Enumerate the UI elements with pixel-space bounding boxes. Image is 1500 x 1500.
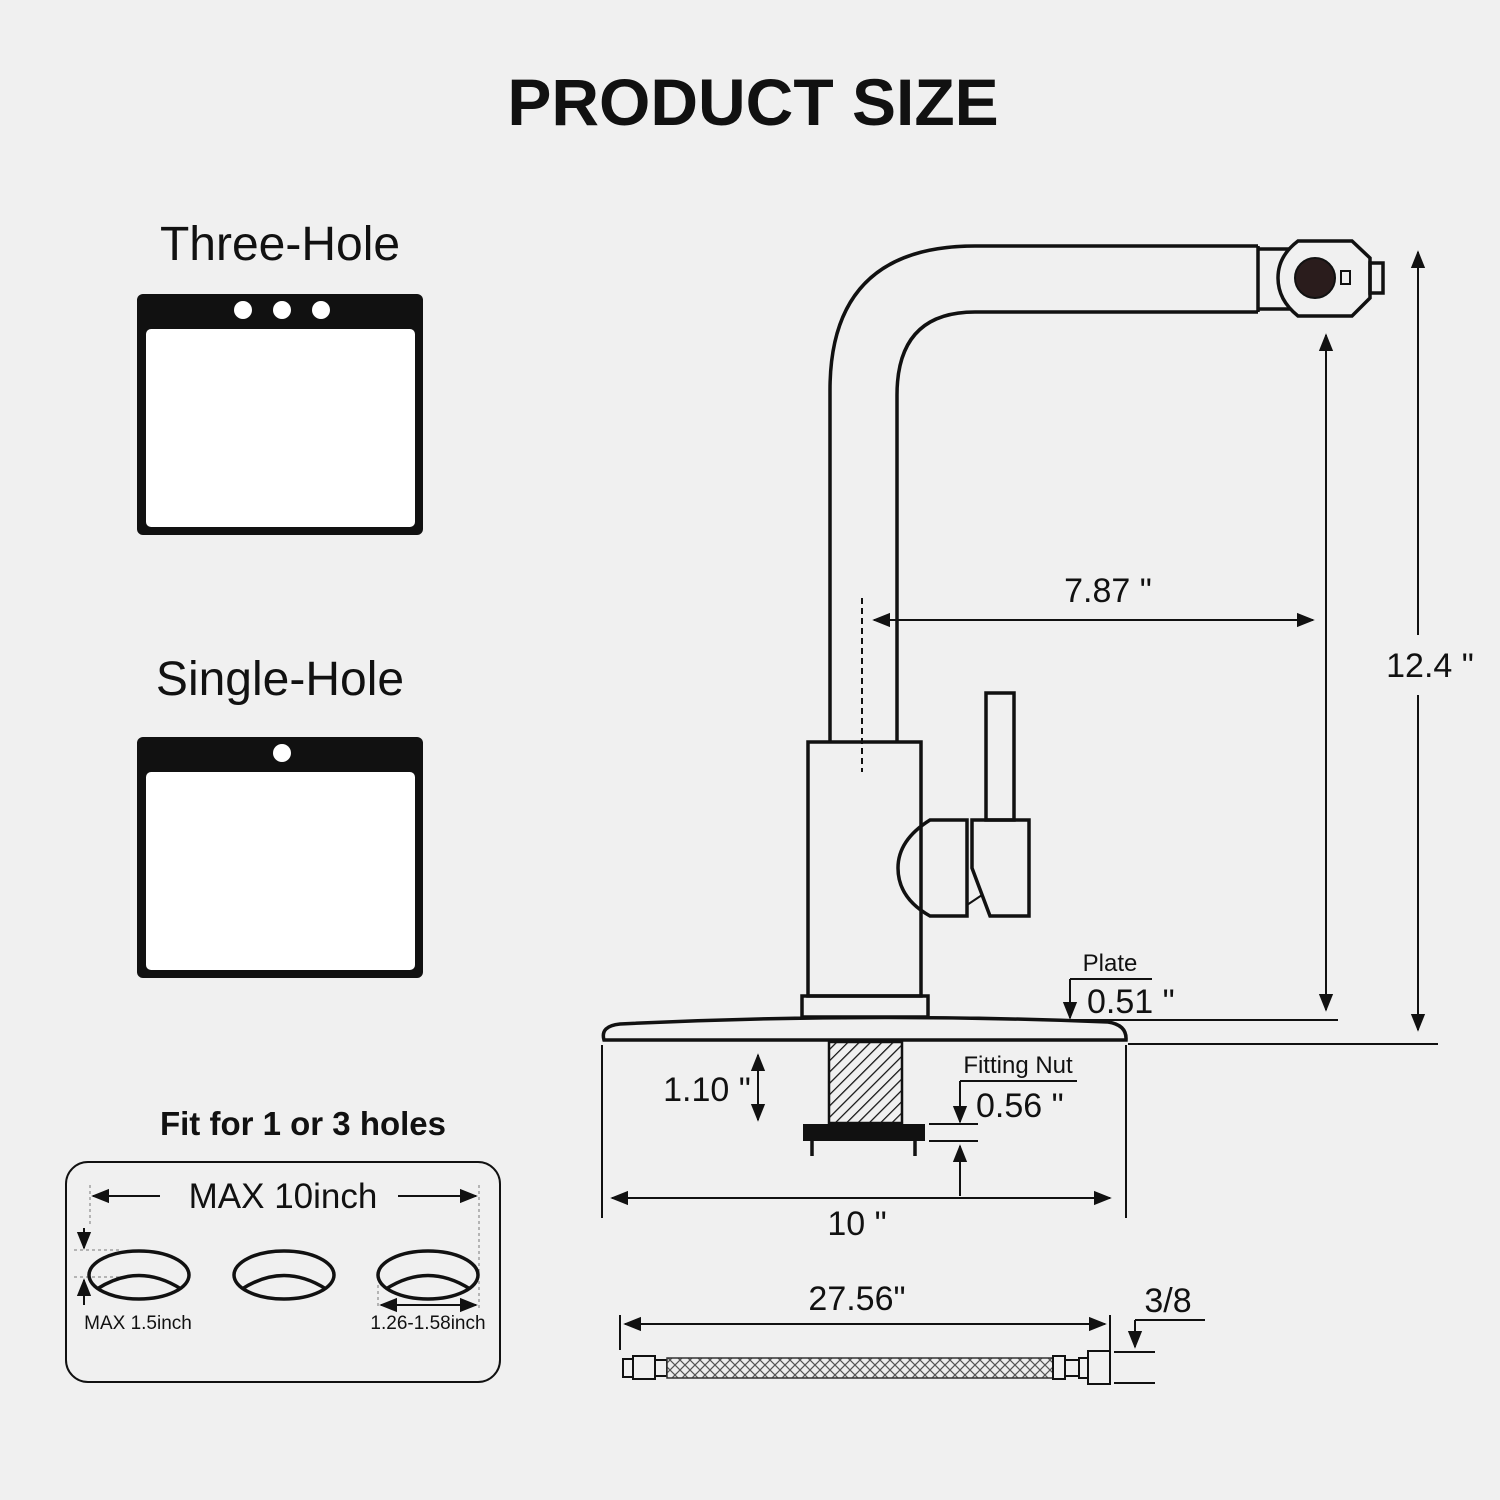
handle-lever [970, 818, 1031, 918]
faucet-body [806, 740, 923, 998]
plate-thickness-label: 0.51 " [1087, 983, 1175, 1021]
three-hole-label: Three-Hole [160, 218, 400, 271]
shank [827, 1040, 904, 1125]
spout-reach-label: 7.87 " [1064, 572, 1152, 610]
three-hole-sink-icon [137, 294, 423, 535]
hole-icon [87, 1249, 191, 1301]
max-thickness-label: MAX 1.5inch [84, 1313, 192, 1334]
fitting-nut-label: Fitting Nut [963, 1052, 1073, 1079]
hose-length-label: 27.56" [808, 1280, 905, 1318]
hole-icon [376, 1249, 480, 1301]
fitting-nut [803, 1124, 925, 1141]
single-hole-label: Single-Hole [156, 653, 404, 706]
collar [800, 994, 930, 1019]
hose-drawing [619, 1315, 1205, 1385]
handle-stem [984, 691, 1016, 822]
dimension-lines [601, 250, 1438, 1218]
plate-label: Plate [1083, 950, 1138, 977]
faucet-drawing [601, 239, 1385, 1156]
fitting-nut-thickness-label: 0.56 " [976, 1087, 1064, 1125]
shank-length-label: 1.10 " [663, 1071, 751, 1109]
max-span-label: MAX 10inch [189, 1177, 378, 1216]
hole-icon [232, 1249, 336, 1301]
plate-width-label: 10 " [827, 1205, 886, 1243]
single-hole-sink-icon [137, 737, 423, 978]
fit-panel [65, 1161, 501, 1383]
total-height-label: 12.4 " [1386, 647, 1474, 685]
aerator-head [1276, 239, 1372, 318]
fit-heading: Fit for 1 or 3 holes [160, 1105, 446, 1142]
page-title: PRODUCT SIZE [507, 65, 998, 139]
hole-diameter-label: 1.26-1.58inch [370, 1313, 485, 1334]
braided-hose [666, 1357, 1054, 1379]
hose-fitting-label: 3/8 [1144, 1282, 1191, 1320]
deck-plate [601, 1015, 1128, 1042]
